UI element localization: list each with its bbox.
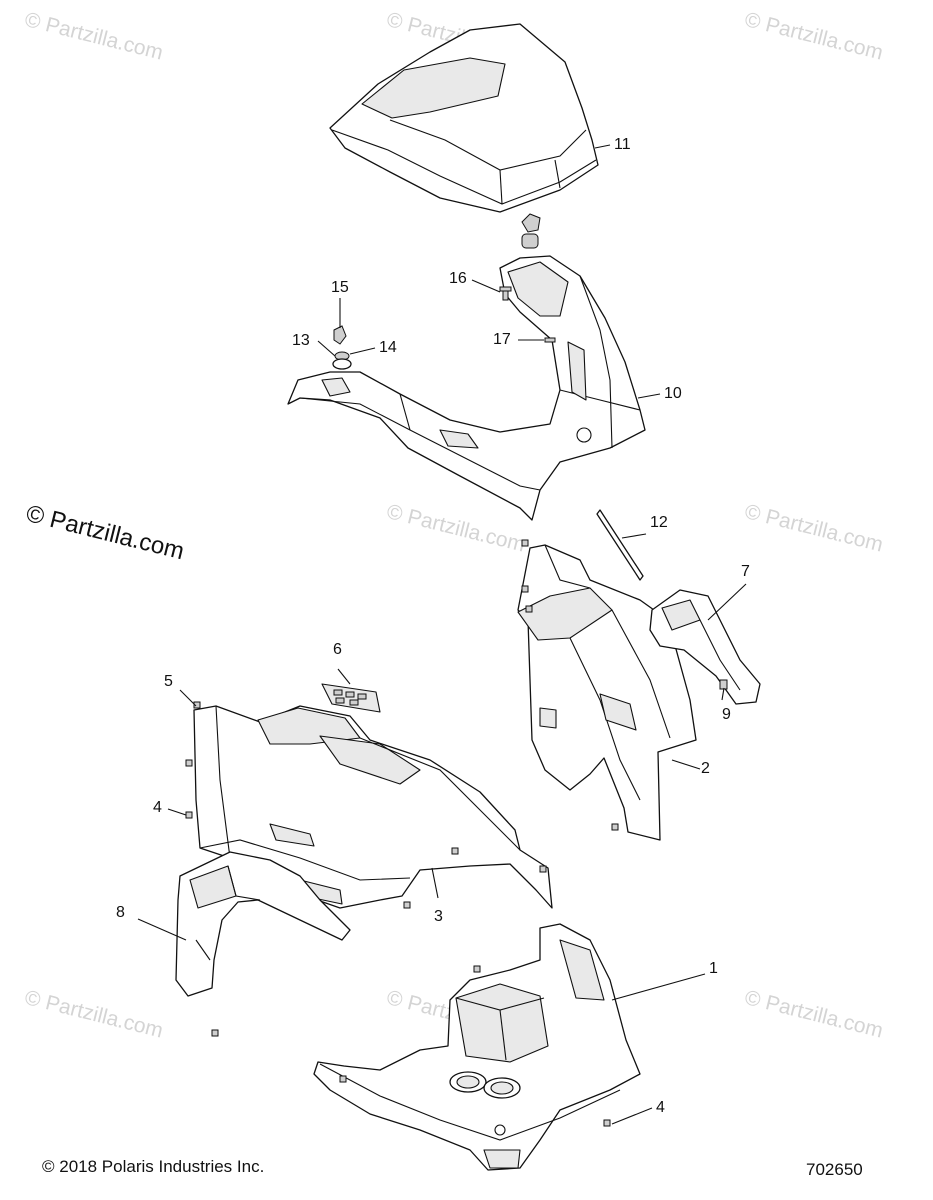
callout-leaders bbox=[137, 144, 747, 1125]
part-1-floor bbox=[313, 923, 641, 1171]
callout-5: 5 bbox=[164, 673, 173, 690]
part-3-dash bbox=[193, 705, 553, 909]
callout-3: 3 bbox=[434, 908, 443, 925]
part-6-grille bbox=[321, 683, 381, 713]
callout-13: 13 bbox=[292, 332, 310, 349]
fastener-set-13-14-15 bbox=[332, 325, 352, 370]
part-11-hood bbox=[329, 23, 599, 213]
part-12-rod bbox=[596, 509, 644, 581]
diagram-number: 702650 bbox=[806, 1160, 863, 1179]
callout-12: 12 bbox=[650, 514, 668, 531]
callout-4-lower: 4 bbox=[656, 1099, 665, 1116]
callout-8: 8 bbox=[116, 904, 125, 921]
part-10-front-panel bbox=[287, 255, 646, 521]
fastener-16 bbox=[499, 286, 512, 301]
callout-16: 16 bbox=[449, 270, 467, 287]
callout-15: 15 bbox=[331, 279, 349, 296]
callout-9: 9 bbox=[722, 706, 731, 723]
part-7-fender bbox=[649, 589, 761, 705]
fastener-screws bbox=[185, 539, 619, 1127]
callout-11: 11 bbox=[614, 136, 631, 153]
callout-1: 1 bbox=[709, 960, 718, 977]
callout-14: 14 bbox=[379, 339, 397, 356]
callout-6: 6 bbox=[333, 641, 342, 658]
fastener-17 bbox=[544, 337, 556, 343]
callout-4-upper: 4 bbox=[153, 799, 162, 816]
callout-17: 17 bbox=[493, 331, 511, 348]
callout-7: 7 bbox=[741, 563, 750, 580]
fastener-9 bbox=[719, 679, 728, 690]
part-2-side-panel bbox=[517, 544, 697, 841]
callout-2: 2 bbox=[701, 760, 710, 777]
hood-fastener bbox=[521, 213, 541, 249]
part-8-fender bbox=[175, 851, 351, 997]
copyright: © 2018 Polaris Industries Inc. bbox=[42, 1157, 265, 1176]
callout-10: 10 bbox=[664, 385, 682, 402]
